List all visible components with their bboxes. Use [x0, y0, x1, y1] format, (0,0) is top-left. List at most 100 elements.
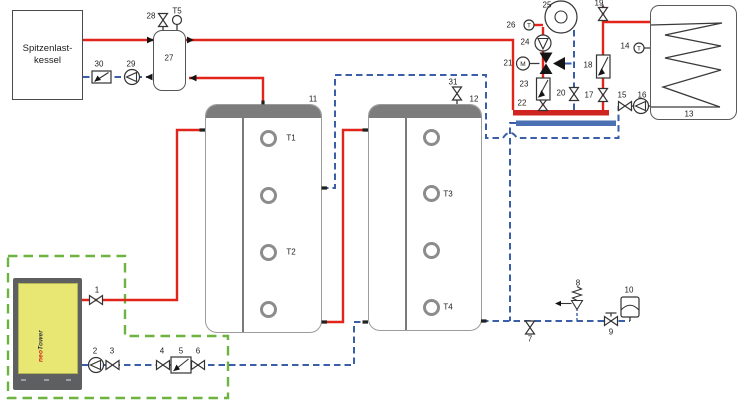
chp-vent-tick: [66, 379, 71, 381]
valve-4: [155, 359, 171, 371]
sensor-14: T: [633, 42, 645, 54]
chp-front-panel: neoTower: [18, 283, 78, 374]
filter-30: [91, 70, 112, 84]
mixing-valve-21: M: [515, 52, 565, 74]
hx-return-pipe-b: [502, 106, 620, 139]
tank12-divider: [405, 118, 407, 330]
buffer-tank-12: [368, 104, 482, 331]
label-26: 26: [506, 20, 516, 30]
sensor-t5: [171, 14, 183, 26]
return-pipe-chp: [82, 321, 362, 366]
expansion-vessel-10: [620, 296, 640, 318]
sensor-port: [423, 242, 440, 259]
valve-31: [451, 86, 463, 101]
valve-28: [157, 12, 169, 28]
label-30: 30: [94, 59, 104, 69]
valve-6: [190, 359, 206, 371]
label-t1: T1: [286, 133, 296, 143]
sensor-port-t2: [260, 244, 277, 261]
label-20: 20: [556, 88, 566, 98]
pump-2: [87, 356, 105, 374]
tank11-cap: [206, 105, 321, 118]
sensor-port-t4: [423, 299, 440, 316]
chp-scope-boundary: [6, 254, 230, 400]
svg-text:T: T: [527, 23, 531, 30]
symbol-stems: [162, 4, 650, 321]
motor-letter: M: [520, 61, 525, 68]
valve-9: [603, 315, 619, 327]
label-23: 23: [519, 79, 529, 89]
label-5: 5: [178, 346, 184, 356]
label-t5: T5: [172, 6, 182, 16]
valve-15: [617, 100, 633, 112]
pump-24: [534, 34, 552, 52]
label-13: 13: [684, 109, 694, 119]
tank-port-nipples: [199, 100, 487, 324]
tank-link-pipe: [322, 128, 367, 324]
supply-pipe-chp: [82, 128, 204, 302]
label-31: 31: [448, 77, 458, 87]
boiler-label-line1: Spitzenlast-: [22, 42, 73, 54]
peak-load-boiler: Spitzenlast- kessel: [12, 10, 83, 100]
svg-text:T: T: [637, 46, 641, 53]
label-1: 1: [94, 285, 100, 295]
sensor-26: T: [523, 19, 535, 31]
label-18: 18: [583, 60, 593, 70]
pump-16: [632, 97, 650, 115]
flow-arrow: [145, 73, 153, 81]
flow-arrow: [147, 36, 154, 44]
boiler-label-line2: kessel: [34, 55, 61, 66]
tank12-cap: [369, 105, 481, 118]
hx-coil: [650, 22, 723, 108]
vessel-27: [153, 30, 186, 91]
label-27: 27: [164, 53, 174, 63]
label-9: 9: [608, 327, 614, 337]
valve-3: [105, 359, 120, 371]
return-manifold-bar: [516, 120, 616, 126]
label-22: 22: [517, 98, 527, 108]
label-t2: T2: [286, 247, 296, 257]
label-7: 7: [527, 334, 533, 344]
sensor-port: [423, 129, 440, 146]
label-8: 8: [575, 278, 581, 288]
label-29: 29: [126, 59, 136, 69]
label-25: 25: [542, 0, 552, 10]
label-16: 16: [637, 90, 647, 100]
label-28: 28: [146, 11, 156, 21]
sensor-port-t3: [423, 185, 440, 202]
label-6: 6: [195, 346, 201, 356]
label-t4: T4: [443, 302, 453, 312]
sensor-port: [260, 301, 277, 318]
label-21: 21: [503, 58, 513, 68]
label-24: 24: [520, 37, 530, 47]
sensor-port-t1: [260, 130, 277, 147]
filter-5: [170, 356, 192, 374]
flow-arrow: [187, 36, 194, 44]
hx-return-pipe-a: [322, 74, 503, 189]
label-4: 4: [159, 346, 165, 356]
chp-vent-tick: [44, 379, 49, 381]
filter-18: [595, 54, 611, 79]
pump-29: [123, 68, 141, 86]
chp-vent-tick: [21, 379, 26, 381]
filter-23: [535, 77, 551, 101]
label-15: 15: [617, 90, 627, 100]
safety-valve-8: [555, 286, 584, 311]
label-t3: T3: [443, 189, 453, 199]
label-11: 11: [308, 94, 318, 104]
label-12: 12: [469, 94, 479, 104]
label-19: 19: [594, 0, 604, 8]
flow-arrow: [189, 74, 197, 82]
valve-19: [597, 6, 609, 22]
label-17: 17: [584, 90, 594, 100]
manifold-drop-pipe: [509, 122, 516, 321]
tank11-divider: [242, 118, 244, 332]
label-3: 3: [109, 346, 115, 356]
chp-unit: neoTower: [13, 278, 82, 390]
label-14: 14: [620, 41, 630, 51]
valve-20: [568, 86, 580, 102]
component-25: [544, 0, 578, 34]
supply-pipe-tank11-top: [189, 76, 265, 103]
